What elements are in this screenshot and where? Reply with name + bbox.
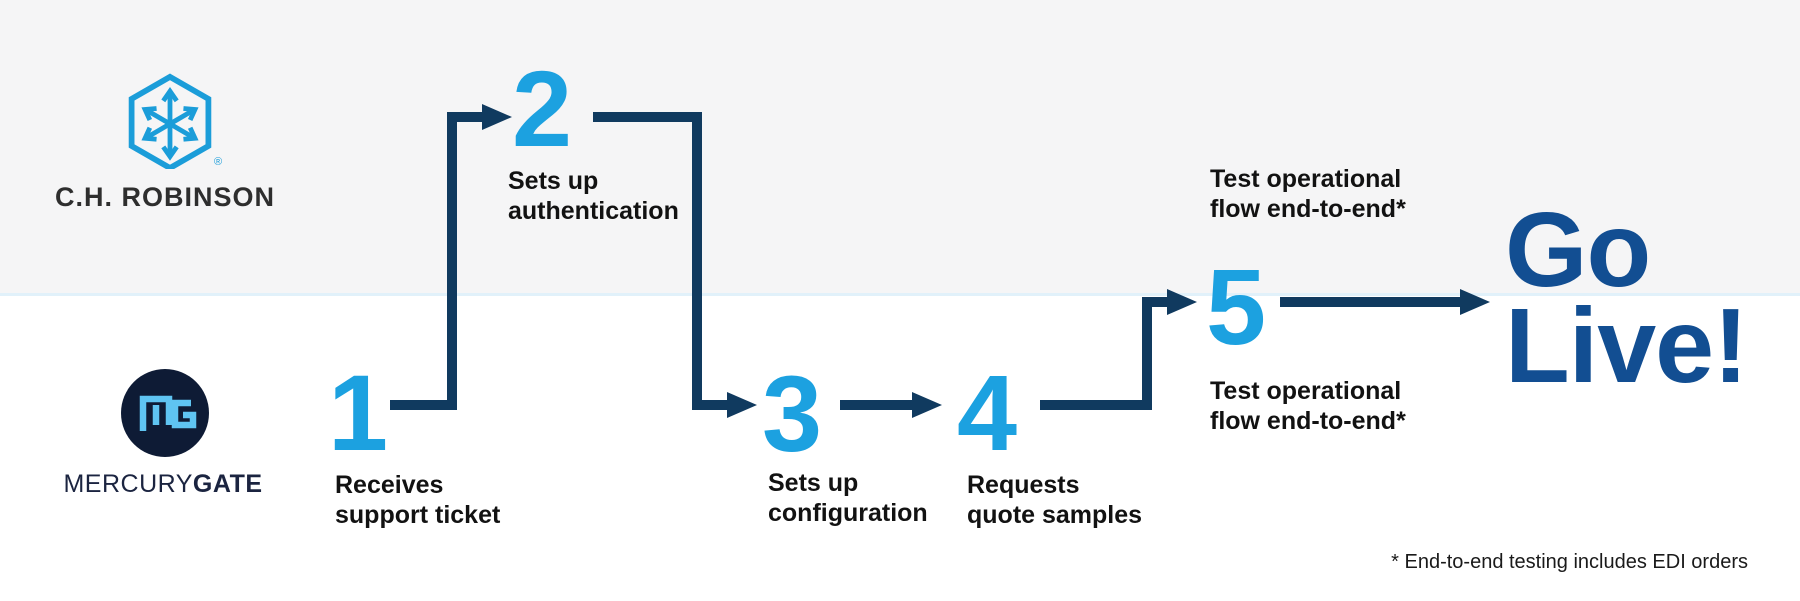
arrowhead-into-step5-icon (1167, 289, 1197, 315)
mercurygate-wordmark: MERCURYGATE (40, 470, 286, 499)
connector-step2-to-step3-vertical (692, 112, 702, 410)
connector-step2-in-horizontal (447, 112, 483, 122)
connector-step2-out-horizontal (593, 112, 702, 122)
chrobinson-hexagon-arrows-icon (128, 73, 212, 169)
step-5-label-below: Test operational flow end-to-end* (1210, 377, 1406, 435)
footnote: * End-to-end testing includes EDI orders (1391, 551, 1748, 573)
connector-step5-to-golive-horizontal (1280, 297, 1462, 307)
connector-step1-horizontal (390, 400, 457, 410)
registered-trademark-icon: ® (214, 156, 223, 168)
connector-step3-to-step4-horizontal (840, 400, 914, 410)
step-4-number: 4 (957, 352, 1018, 473)
go-live-heading: Go Live! (1505, 191, 1748, 405)
step-3-label: Sets up configuration (768, 469, 928, 527)
chrobinson-wordmark: C.H. ROBINSON (55, 182, 276, 212)
arrowhead-into-golive-icon (1460, 289, 1490, 315)
mercurygate-wordmark-bold: GATE (192, 470, 263, 498)
step-5-number: 5 (1206, 246, 1267, 367)
step-2-label: Sets up authentication (508, 167, 679, 225)
step-3-number: 3 (762, 353, 823, 474)
step-2-number: 2 (512, 48, 573, 169)
step-1-number: 1 (328, 352, 389, 473)
step-1-label: Receives support ticket (335, 471, 501, 529)
mercurygate-mg-monogram-icon (121, 369, 209, 457)
connector-step5-in-horizontal (1142, 297, 1169, 307)
connector-step1-to-step2-vertical (447, 112, 457, 410)
arrowhead-into-step3-icon (727, 392, 757, 418)
step-5-label-above: Test operational flow end-to-end* (1210, 165, 1406, 223)
arrowhead-into-step2-icon (482, 104, 512, 130)
mercurygate-wordmark-regular: MERCURY (63, 470, 193, 498)
connector-step4-to-step5-vertical (1142, 297, 1152, 410)
connector-step3-in-horizontal (692, 400, 728, 410)
arrowhead-into-step4-icon (912, 392, 942, 418)
connector-step4-out-horizontal (1040, 400, 1152, 410)
mercurygate-lane-background (0, 0, 1800, 293)
step-4-label: Requests quote samples (967, 471, 1143, 529)
